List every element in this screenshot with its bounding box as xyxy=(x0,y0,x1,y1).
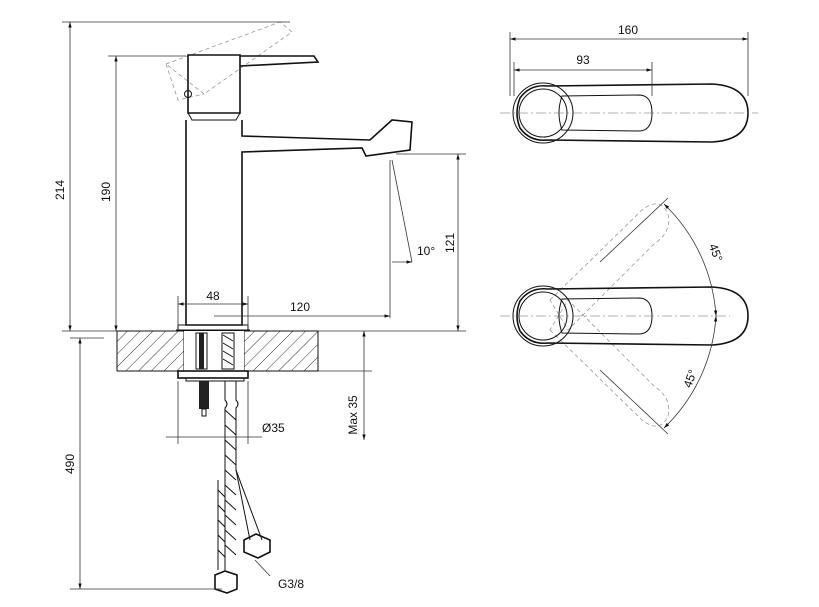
faucet-body xyxy=(176,54,413,331)
dim-hose-length: 490 xyxy=(63,454,77,474)
mounting-hardware xyxy=(177,331,271,594)
dim-spout-reach: 120 xyxy=(290,300,310,314)
rotation-view: 45° 45° xyxy=(500,197,749,435)
dim-top-handle-length: 93 xyxy=(576,53,590,67)
thread-label: G3/8 xyxy=(278,577,304,591)
dim-spout-clearance: 121 xyxy=(443,233,457,253)
side-view-dimensions: 214 190 48 120 121 10° xyxy=(53,21,466,591)
lever-raised-ghost xyxy=(165,21,293,101)
dim-top-total-length: 160 xyxy=(618,23,638,37)
top-view: 160 93 xyxy=(500,23,758,144)
dim-mounting-depth: Max 35 xyxy=(346,395,360,435)
dim-spout-angle: 10° xyxy=(417,244,435,258)
dim-total-height: 214 xyxy=(53,180,67,200)
dim-spout-height: 190 xyxy=(99,182,113,202)
dim-hole-diameter: Ø35 xyxy=(262,421,285,435)
side-view: 214 190 48 120 121 10° xyxy=(53,21,466,594)
dim-rotation-upper: 45° xyxy=(706,242,725,264)
dim-base-width: 48 xyxy=(206,289,220,303)
dim-rotation-lower: 45° xyxy=(681,368,700,390)
